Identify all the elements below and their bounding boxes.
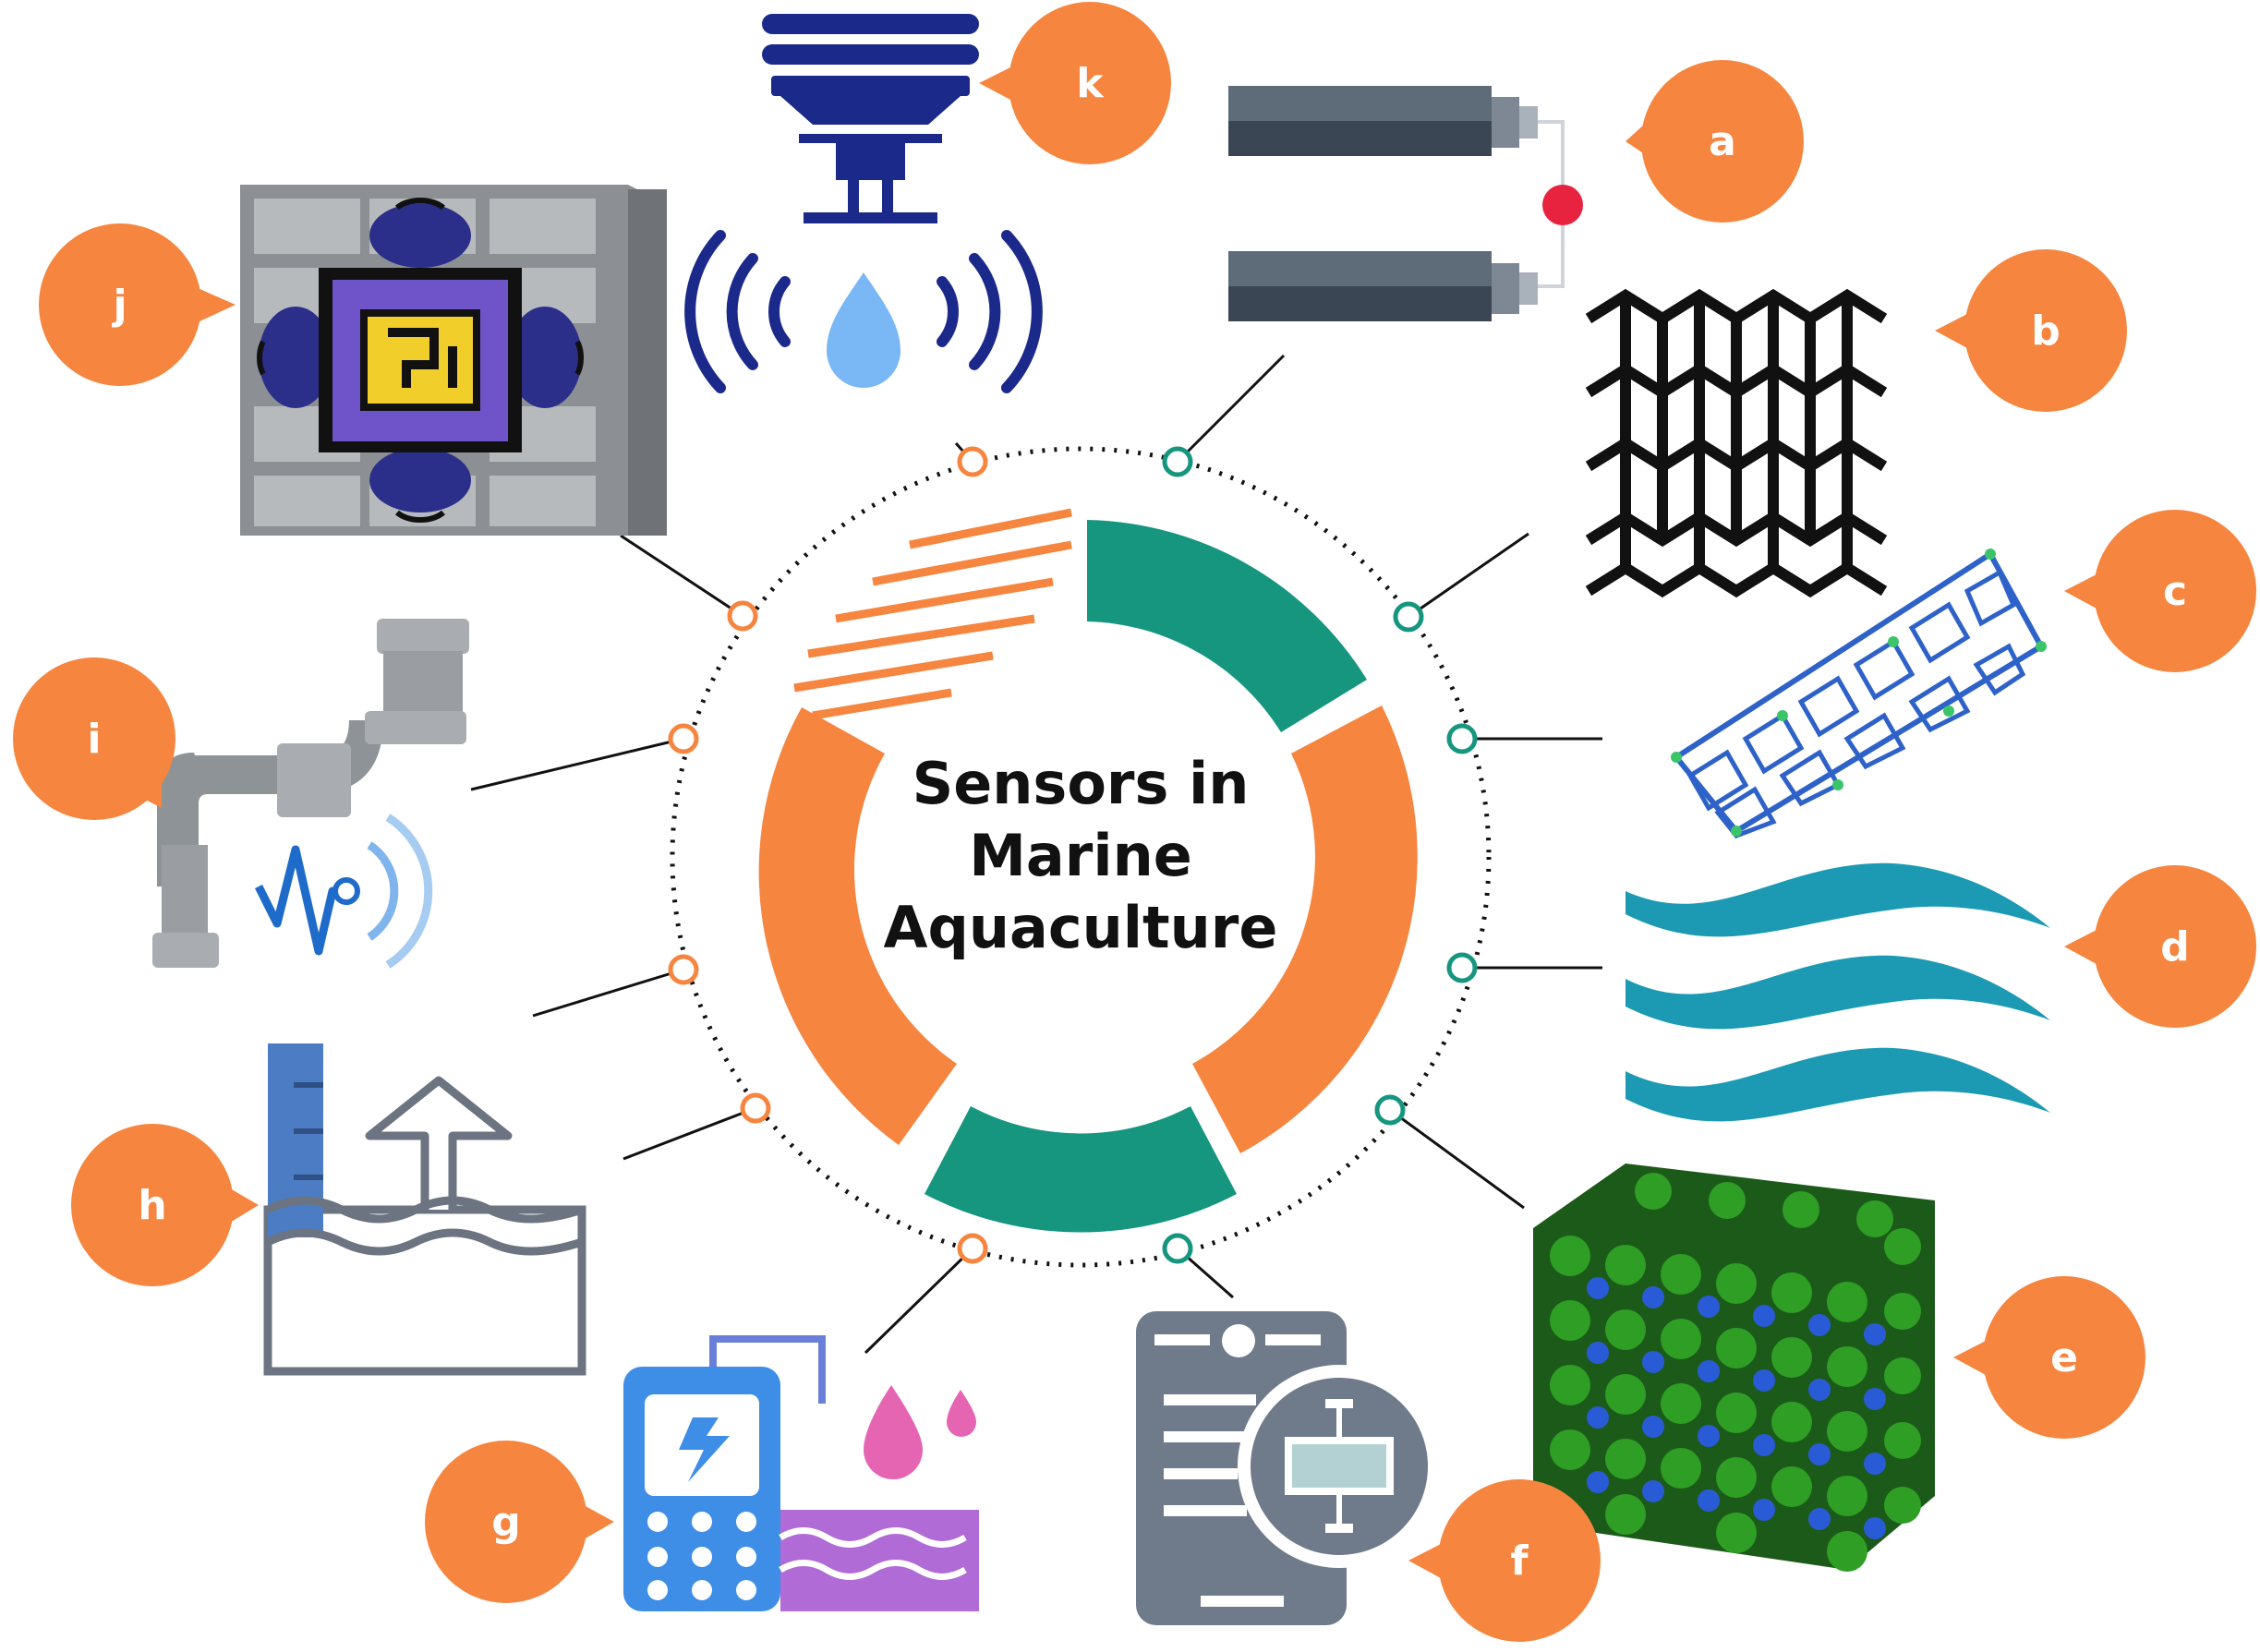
handheld-water-meter-icon: [623, 1335, 979, 1611]
water-waves-icon: [1626, 862, 2050, 1122]
badge-b: b: [1935, 249, 2127, 412]
badge-a-label: a: [1709, 118, 1736, 165]
connector-nodes: [668, 446, 1478, 1264]
badge-k: k: [979, 2, 1171, 164]
badge-g: g: [425, 1441, 614, 1603]
badge-b-label: b: [2031, 307, 2061, 355]
badge-i: i: [13, 657, 175, 820]
badge-h-label: h: [138, 1182, 166, 1229]
center-title-line-3: Aquaculture: [884, 894, 1278, 961]
badge-j: j: [39, 223, 236, 386]
ring-segment-right-orange: [1192, 705, 1418, 1153]
center-title-line-2: Marine: [969, 822, 1192, 889]
badge-a: a: [1626, 60, 1804, 223]
dual-electrode-sensor-icon: [1228, 86, 1583, 321]
badge-j-label: j: [111, 282, 127, 329]
badge-h: h: [71, 1124, 259, 1286]
ring-segment-left-orange: [758, 707, 957, 1145]
badge-c: c: [2064, 510, 2256, 672]
badge-f: f: [1408, 1479, 1601, 1642]
wireless-water-drop-sensor-icon: [684, 14, 1043, 393]
crystal-lattice-icon: [1533, 1164, 1935, 1572]
badge-d: d: [2064, 865, 2256, 1028]
center-title-line-1: Sensors in: [912, 750, 1250, 817]
ring-segment-bottom-teal: [925, 1106, 1237, 1233]
ring-hatch-orange: [793, 508, 1072, 720]
ring-segment-top-teal: [1087, 520, 1367, 732]
pipe-leak-sensor-icon: [152, 619, 469, 969]
badge-e-label: e: [2050, 1334, 2078, 1381]
badge-e: e: [1953, 1276, 2145, 1439]
badge-k-label: k: [1076, 60, 1105, 107]
carbon-nanotube-icon: [1671, 549, 2047, 838]
connectors: [470, 354, 1602, 1355]
server-chip-icon: [240, 185, 667, 536]
badge-i-label: i: [87, 716, 101, 763]
center-ring: Sensors in Marine Aquaculture: [670, 446, 1492, 1268]
badge-f-label: f: [1510, 1537, 1529, 1585]
badge-d-label: d: [2160, 923, 2190, 971]
graphene-lattice-icon: [1585, 288, 1888, 598]
badge-g-label: g: [491, 1499, 521, 1546]
badge-c-label: c: [2163, 568, 2187, 615]
water-level-gauge-icon: [263, 1043, 586, 1376]
mobile-quartz-sensor-icon: [1136, 1311, 1441, 1625]
dotted-orbit: [670, 446, 1492, 1268]
